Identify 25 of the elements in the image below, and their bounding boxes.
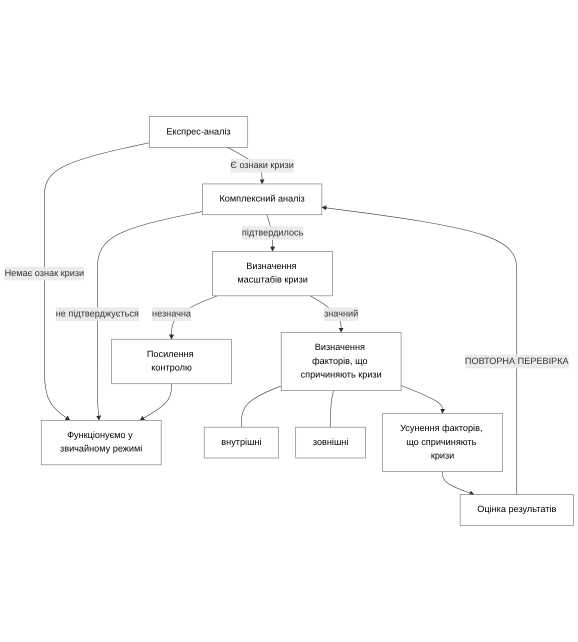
arrow	[322, 205, 518, 495]
connector	[330, 390, 334, 428]
edge-label: ПОВТОРНА ПЕРЕВІРКА	[464, 356, 569, 366]
edge-label: не підтверджується	[56, 309, 139, 319]
edge-label: Є ознаки кризи	[230, 160, 294, 170]
edge-label: підтвердилось	[242, 228, 304, 238]
node-box: Визначення факторів, що спричиняють кризи	[280, 332, 402, 391]
arrow	[400, 385, 446, 414]
node-box: Усунення факторів, що спричиняють кризи	[382, 413, 503, 472]
node-box: Експрес-аналіз	[148, 116, 248, 148]
node-box: Визначення масштабів кризи	[212, 251, 333, 296]
edge-label: Немає ознак кризи	[4, 268, 84, 278]
node-box: Оцінка результатів	[460, 494, 574, 526]
node-box: внутрішні	[204, 426, 279, 458]
arrow	[44, 142, 150, 421]
node-box: Функціонуємо у звичайному режимі	[40, 420, 162, 466]
arrow	[96, 211, 203, 421]
edge-label: незначна	[152, 309, 191, 319]
connector	[241, 386, 282, 428]
arrow	[442, 471, 474, 496]
arrow	[140, 384, 172, 421]
edge-label: значний	[324, 309, 358, 319]
node-box: Посилення контролю	[111, 338, 232, 384]
node-box: Комплексний аналіз	[202, 184, 322, 216]
node-box: зовнішні	[295, 426, 366, 458]
